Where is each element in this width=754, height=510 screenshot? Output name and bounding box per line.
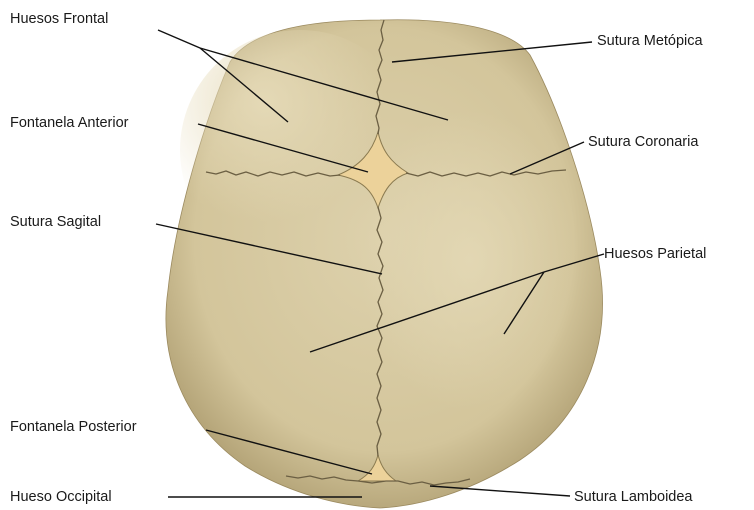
label-sutura-lamboidea: Sutura Lamboidea xyxy=(574,488,693,506)
label-sutura-sagital: Sutura Sagital xyxy=(10,213,101,231)
label-fontanela-posterior: Fontanela Posterior xyxy=(10,418,137,436)
label-fontanela-anterior: Fontanela Anterior xyxy=(10,114,129,132)
label-huesos-parietal: Huesos Parietal xyxy=(604,245,706,263)
label-sutura-metopica: Sutura Metópica xyxy=(597,32,703,50)
label-sutura-coronaria: Sutura Coronaria xyxy=(588,133,698,151)
label-huesos-frontal: Huesos Frontal xyxy=(10,10,108,28)
label-hueso-occipital: Hueso Occipital xyxy=(10,488,112,506)
parietal-highlight xyxy=(360,110,580,410)
leader-huesos-frontal-1 xyxy=(158,30,200,48)
